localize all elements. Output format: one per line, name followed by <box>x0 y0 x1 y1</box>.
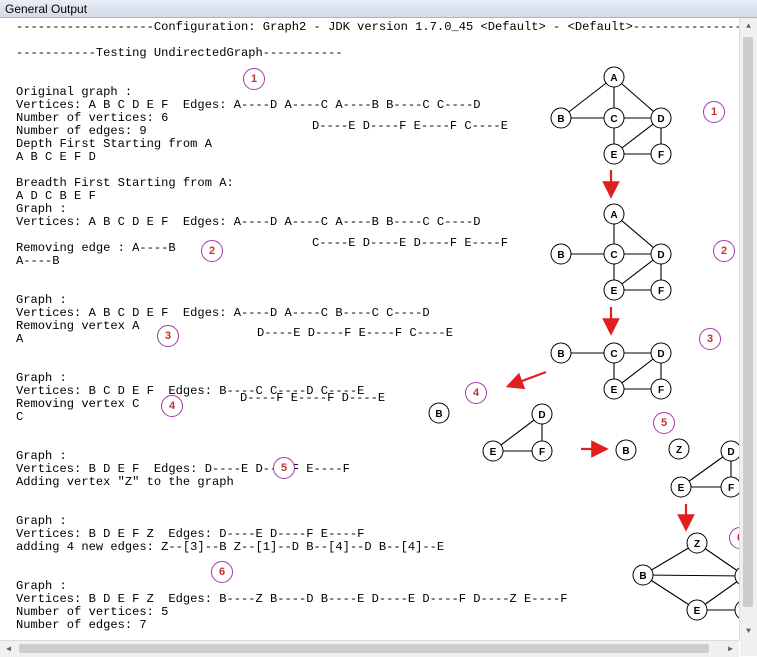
node-label: Z <box>676 445 682 456</box>
node-label: C <box>610 250 617 261</box>
step-badge: 5 <box>273 457 295 479</box>
node-label: D <box>727 447 734 458</box>
node-label: B <box>557 114 564 125</box>
node-label: E <box>694 606 701 617</box>
output-line: Vertices: B C D E F Edges: B----C C----D… <box>16 384 365 398</box>
step-badge: 3 <box>157 325 179 347</box>
output-line: Graph : <box>16 579 67 593</box>
edges-continuation: D----F E----F D----E <box>240 391 386 405</box>
output-line: Graph : <box>16 371 67 385</box>
node-label: C <box>610 114 617 125</box>
step-badge: 4 <box>465 382 487 404</box>
node-label: F <box>658 385 664 396</box>
output-line: Vertices: B D E F Edges: D----E D----F E… <box>16 462 350 476</box>
output-line: Number of vertices: 5 <box>16 605 169 619</box>
output-line: Removing edge : A----B <box>16 241 176 255</box>
node-label: A <box>610 73 617 84</box>
output-line: Graph : <box>16 202 67 216</box>
node-label: E <box>611 150 618 161</box>
edges-continuation: D----E D----F E----F C----E <box>257 326 453 340</box>
graph-5-nodes: B Z D E F <box>615 438 742 498</box>
output-line: Removing vertex A <box>16 319 140 333</box>
vertical-scrollbar[interactable]: ▲ ▼ <box>739 18 757 640</box>
horizontal-scrollbar[interactable]: ◀ ▶ <box>0 640 739 657</box>
output-line: Number of vertices: 6 <box>16 111 169 125</box>
output-line: Vertices: A B C D E F Edges: A----D A---… <box>16 215 481 229</box>
output-line: Graph : <box>16 293 67 307</box>
node-label: Z <box>694 539 700 550</box>
output-line: Removing vertex C <box>16 397 140 411</box>
graph-3-nodes: B C D E F <box>550 342 672 400</box>
node-label: F <box>539 447 545 458</box>
output-line: Number of edges: 9 <box>16 124 147 138</box>
step-badge: 5 <box>653 412 675 434</box>
output-line: Depth First Starting from A <box>16 137 212 151</box>
graph-2-nodes: A B C D E F <box>550 203 672 301</box>
output-line: A B C E F D <box>16 150 96 164</box>
node-label: D <box>657 250 664 261</box>
node-label: B <box>622 446 629 457</box>
output-line: Vertices: A B C D E F Edges: A----D A---… <box>16 306 430 320</box>
output-line: Adding vertex "Z" to the graph <box>16 475 234 489</box>
output-line: adding 4 new edges: Z--[3]--B Z--[1]--D … <box>16 540 445 554</box>
output-line: C <box>16 410 24 424</box>
node-label: E <box>611 286 618 297</box>
window-titlebar: General Output <box>0 0 757 18</box>
node-label: C <box>610 349 617 360</box>
node-label: D <box>657 349 664 360</box>
graph-1-nodes: A B C D E F <box>550 66 672 165</box>
output-line: Vertices: A B C D E F Edges: A----D A---… <box>16 98 481 112</box>
output-line: -----------Testing UndirectedGraph------… <box>16 46 343 60</box>
node-label: F <box>658 286 664 297</box>
step-badge: 6 <box>211 561 233 583</box>
node-label: A <box>610 210 617 221</box>
output-line: Original graph : <box>16 85 133 99</box>
node-label: D <box>538 410 545 421</box>
step-badge: 2 <box>201 240 223 262</box>
output-line: Vertices: B D E F Z Edges: B----Z B----D… <box>16 592 568 606</box>
node-label: F <box>658 150 664 161</box>
step-badge: 1 <box>703 101 725 123</box>
graph-4-nodes: B D E F <box>428 402 553 462</box>
node-label: B <box>557 349 564 360</box>
edges-continuation: D----E D----F E----F C----E <box>312 119 508 133</box>
output-line: -------------------Configuration: Graph2… <box>16 20 739 34</box>
output-line: Graph : <box>16 449 67 463</box>
output-line: A D C B E F <box>16 189 96 203</box>
node-label: B <box>557 250 564 261</box>
scroll-up-icon[interactable]: ▲ <box>746 22 751 31</box>
node-label: E <box>490 447 497 458</box>
node-label: D <box>657 114 664 125</box>
node-label: E <box>611 385 618 396</box>
scroll-thumb[interactable] <box>743 37 753 607</box>
step-badge: 3 <box>699 328 721 350</box>
scroll-right-icon[interactable]: ▶ <box>728 645 733 654</box>
scroll-down-icon[interactable]: ▼ <box>746 627 751 636</box>
output-line: Number of edges: 7 <box>16 618 147 632</box>
output-line: A <box>16 332 24 346</box>
step-badge: 2 <box>713 240 735 262</box>
output-line: A----B <box>16 254 60 268</box>
output-line: Breadth First Starting from A: <box>16 176 234 190</box>
step-badge: 1 <box>243 68 265 90</box>
window-title: General Output <box>5 2 88 16</box>
scroll-left-icon[interactable]: ◀ <box>6 645 11 654</box>
step-badge: 4 <box>161 395 183 417</box>
output-line: Graph : <box>16 514 67 528</box>
node-label: E <box>678 483 685 494</box>
output-line: Vertices: B D E F Z Edges: D----E D----F… <box>16 527 365 541</box>
node-label: B <box>639 571 646 582</box>
scrollbar-corner <box>740 640 757 656</box>
node-label: B <box>435 409 442 420</box>
node-label: F <box>728 483 734 494</box>
graph-6-nodes: Z B D E F <box>632 532 756 621</box>
scroll-thumb[interactable] <box>19 644 709 653</box>
edges-continuation: C----E D----E D----F E----F <box>312 236 508 250</box>
